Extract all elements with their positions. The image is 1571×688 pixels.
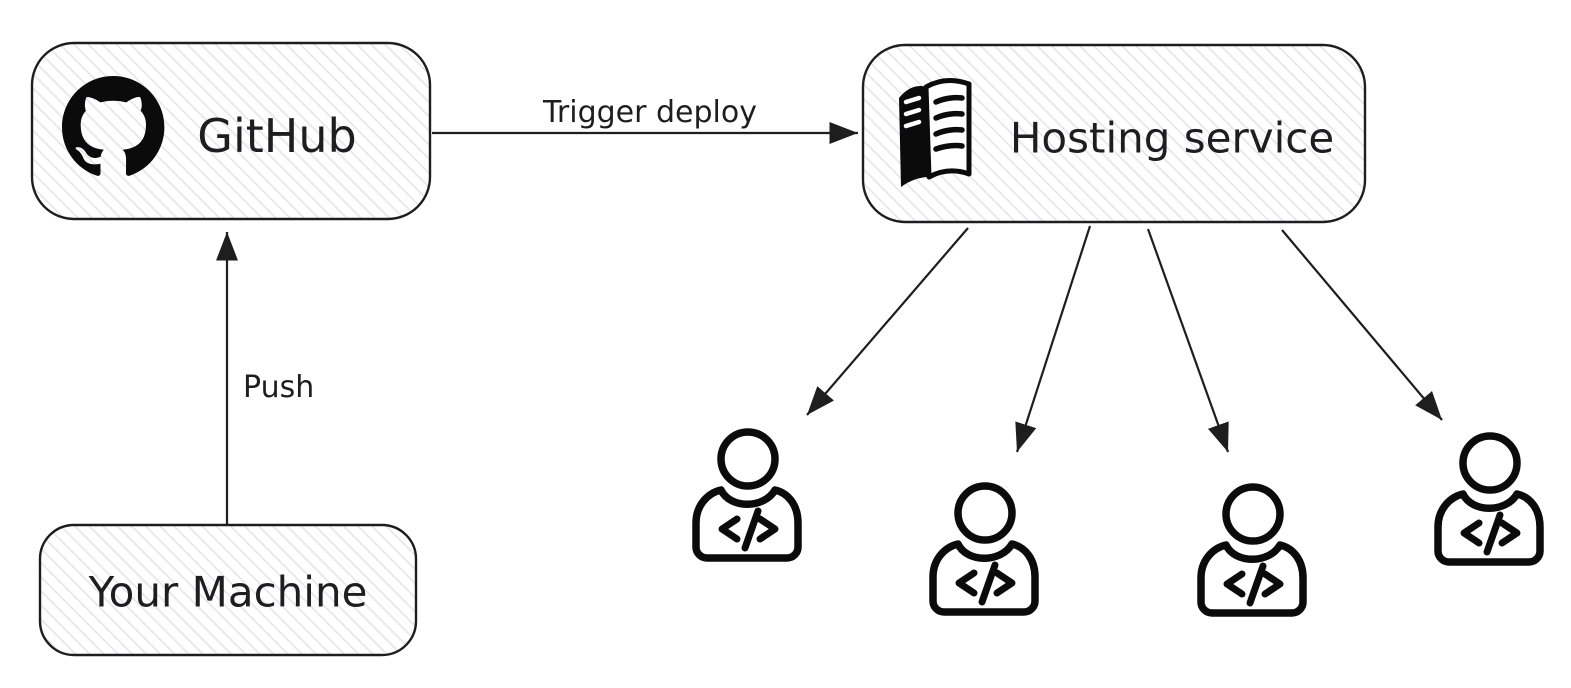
developer-code-icon-1 <box>696 432 798 558</box>
hosting-service-box <box>861 43 1367 224</box>
push-label: Push <box>243 370 314 405</box>
edge-fanout <box>806 225 1443 453</box>
node-github: GitHub <box>30 41 432 221</box>
hosting-service-label: Hosting service <box>1010 114 1334 163</box>
developer-code-icon-2 <box>933 486 1035 612</box>
developer-code-icon-4 <box>1438 436 1540 562</box>
fanout-arrow-2 <box>1015 225 1092 453</box>
server-icon <box>899 78 972 187</box>
fanout-arrow-3 <box>1146 228 1230 453</box>
edge-push: Push <box>216 232 314 525</box>
fanout-arrow-4 <box>1281 229 1443 421</box>
node-hosting-service: Hosting service <box>861 43 1367 224</box>
github-logo-icon <box>62 76 165 176</box>
your-machine-label: Your Machine <box>88 568 368 617</box>
fanout-arrow-1 <box>806 227 969 416</box>
developer-code-icon-3 <box>1201 487 1303 613</box>
github-label: GitHub <box>197 109 356 163</box>
trigger-deploy-label: Trigger deploy <box>542 95 757 130</box>
node-your-machine: Your Machine <box>38 523 418 657</box>
your-machine-box <box>38 523 418 657</box>
edge-trigger-deploy: Trigger deploy <box>432 95 858 144</box>
